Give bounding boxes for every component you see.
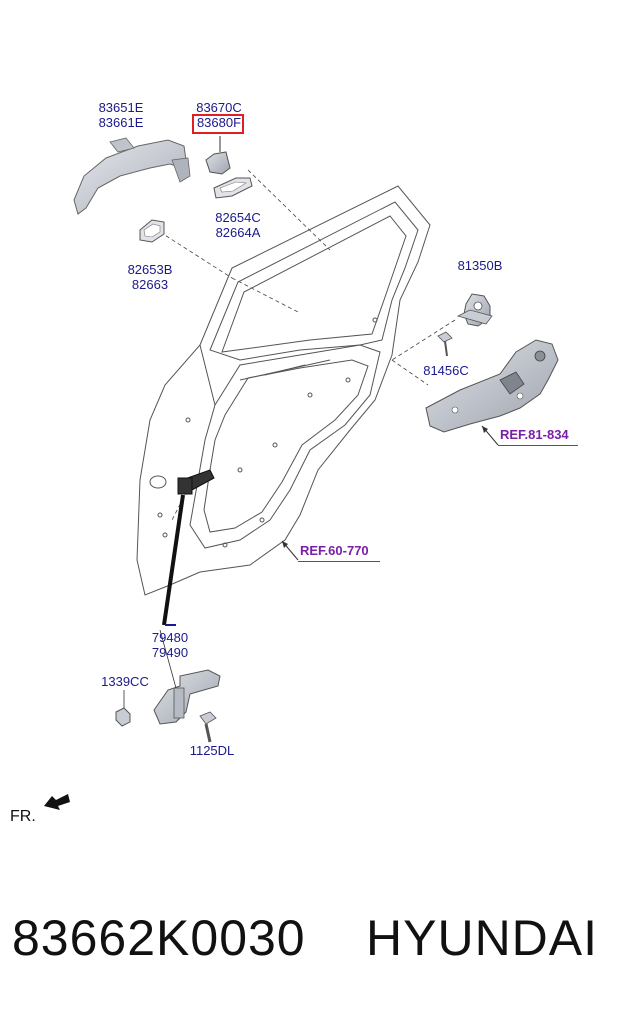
label-checker: 79480 79490 [151, 630, 189, 660]
label-bolt: 1125DL [189, 743, 235, 758]
handle-cover [205, 136, 231, 175]
door-striker [456, 293, 493, 327]
label-striker: 81350B [457, 258, 503, 273]
rear-gasket [139, 219, 165, 243]
label-nut: 1339CC [101, 674, 149, 689]
door-panel [136, 185, 431, 596]
part-number: 83662K0030 [12, 910, 306, 966]
ref-latch-leader [481, 425, 499, 446]
label-front-gasket: 82654C 82664A [215, 210, 261, 240]
label-rear-gasket: 82653B 82663 [127, 262, 173, 292]
checker-assembly [153, 629, 221, 725]
screw [437, 331, 453, 357]
label-screw: 81456C [423, 363, 469, 378]
label-cover: 83670C 83680F [190, 100, 248, 130]
ref-door[interactable]: REF.60-770 [300, 543, 369, 558]
highlight-box [192, 114, 244, 134]
outside-handle [73, 137, 191, 215]
footer: 83662K0030 HYUNDAI [0, 905, 620, 975]
bolt [199, 711, 217, 743]
leader-lines [159, 169, 456, 521]
door-parts-diagram [44, 136, 559, 810]
ref-door-leader [281, 540, 299, 561]
front-gasket [213, 177, 253, 199]
brand-name: HYUNDAI [366, 910, 599, 966]
forward-arrow-icon [44, 794, 70, 810]
label-handle: 83651E 83661E [98, 100, 144, 130]
nut [115, 690, 131, 727]
ref-latch-underline [498, 445, 578, 446]
door-checker [162, 469, 215, 626]
ref-latch[interactable]: REF.81-834 [500, 427, 569, 442]
ref-door-underline [298, 561, 380, 562]
door-latch [425, 339, 559, 433]
front-direction-label: FR. [10, 808, 36, 825]
label-cover-highlighted[interactable]: 83680F [196, 115, 242, 130]
